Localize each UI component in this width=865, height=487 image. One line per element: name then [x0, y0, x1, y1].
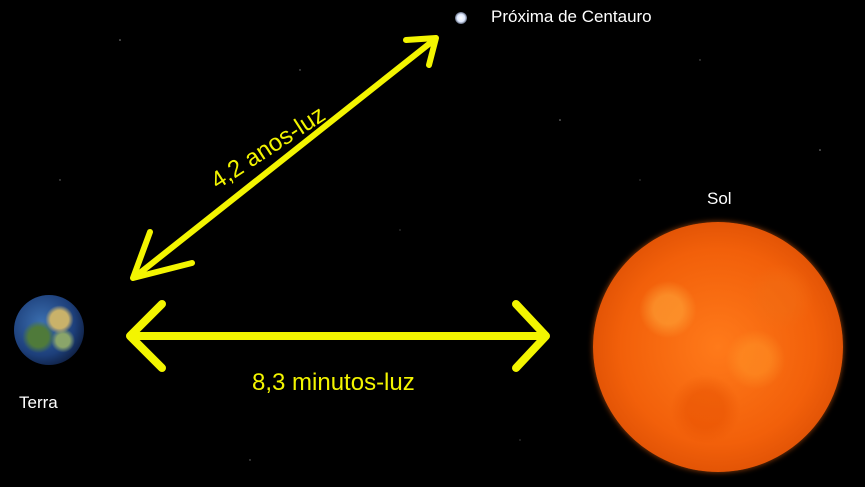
earth-label: Terra: [19, 393, 58, 412]
earth-sun-distance-label: 8,3 minutos-luz: [252, 369, 415, 396]
proxima-label: Próxima de Centauro: [491, 7, 652, 26]
sun-sphere: [593, 222, 843, 472]
earth-sun-arrow: [126, 300, 550, 372]
earth-globe: [14, 295, 84, 365]
earth-proxima-arrow: [130, 35, 439, 281]
sun-label: Sol: [707, 189, 732, 208]
proxima-centauri-star: [455, 12, 467, 24]
